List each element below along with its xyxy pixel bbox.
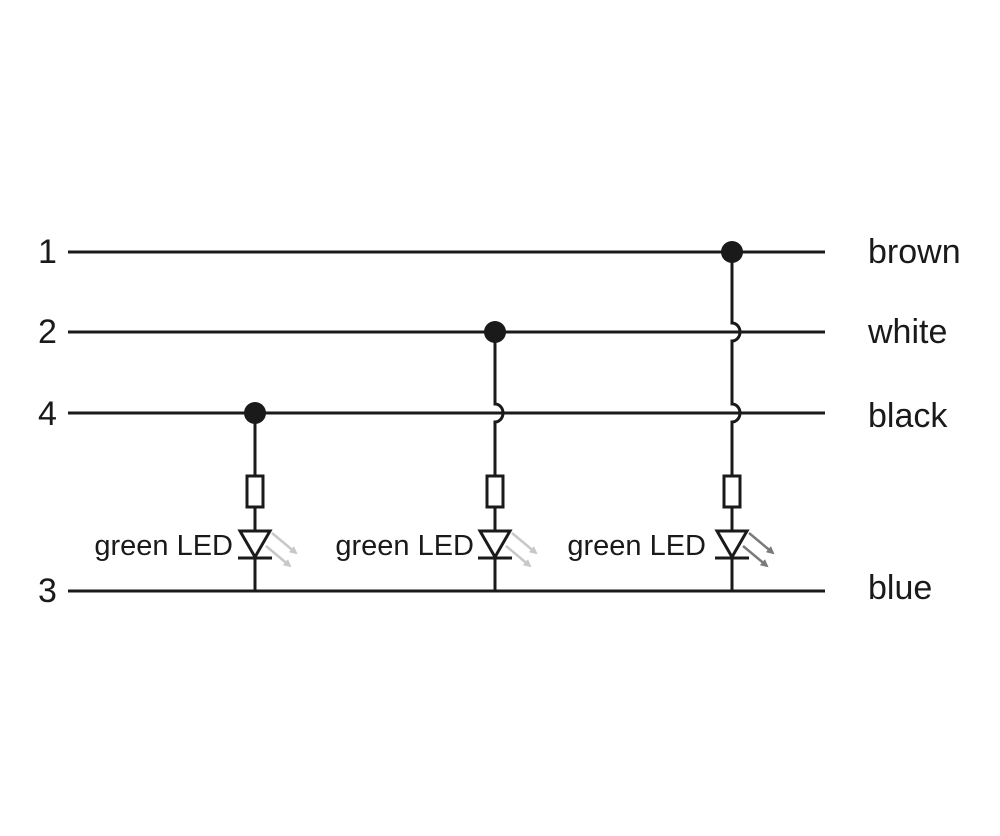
pin-label-4: 4: [38, 395, 57, 433]
light-emission-icon: [742, 532, 775, 568]
branch-wire-with-crossover: [493, 332, 505, 476]
led-diode-icon: [714, 529, 750, 561]
pin-label-2: 2: [38, 313, 57, 351]
wire-label-blue: blue: [868, 569, 932, 607]
branch-2: green LED: [335, 321, 538, 591]
resistor-icon: [722, 474, 742, 509]
led-label: green LED: [94, 530, 233, 562]
light-emission-icon: [265, 532, 298, 568]
branch-wire-with-crossover: [730, 252, 742, 476]
wire-label-black: black: [868, 397, 948, 435]
branch-1: green LED: [94, 402, 298, 591]
wire-label-brown: brown: [868, 233, 961, 271]
led-diode-icon: [477, 529, 513, 561]
resistor-icon: [485, 474, 505, 509]
pin-label-3: 3: [38, 572, 57, 610]
branch-3: green LED: [567, 241, 775, 591]
light-emission-icon: [505, 532, 538, 568]
led-label: green LED: [567, 530, 706, 562]
pin-label-1: 1: [38, 233, 57, 271]
wire-label-white: white: [867, 313, 947, 351]
led-diode-icon: [237, 529, 273, 561]
resistor-icon: [245, 474, 265, 509]
led-label: green LED: [335, 530, 474, 562]
